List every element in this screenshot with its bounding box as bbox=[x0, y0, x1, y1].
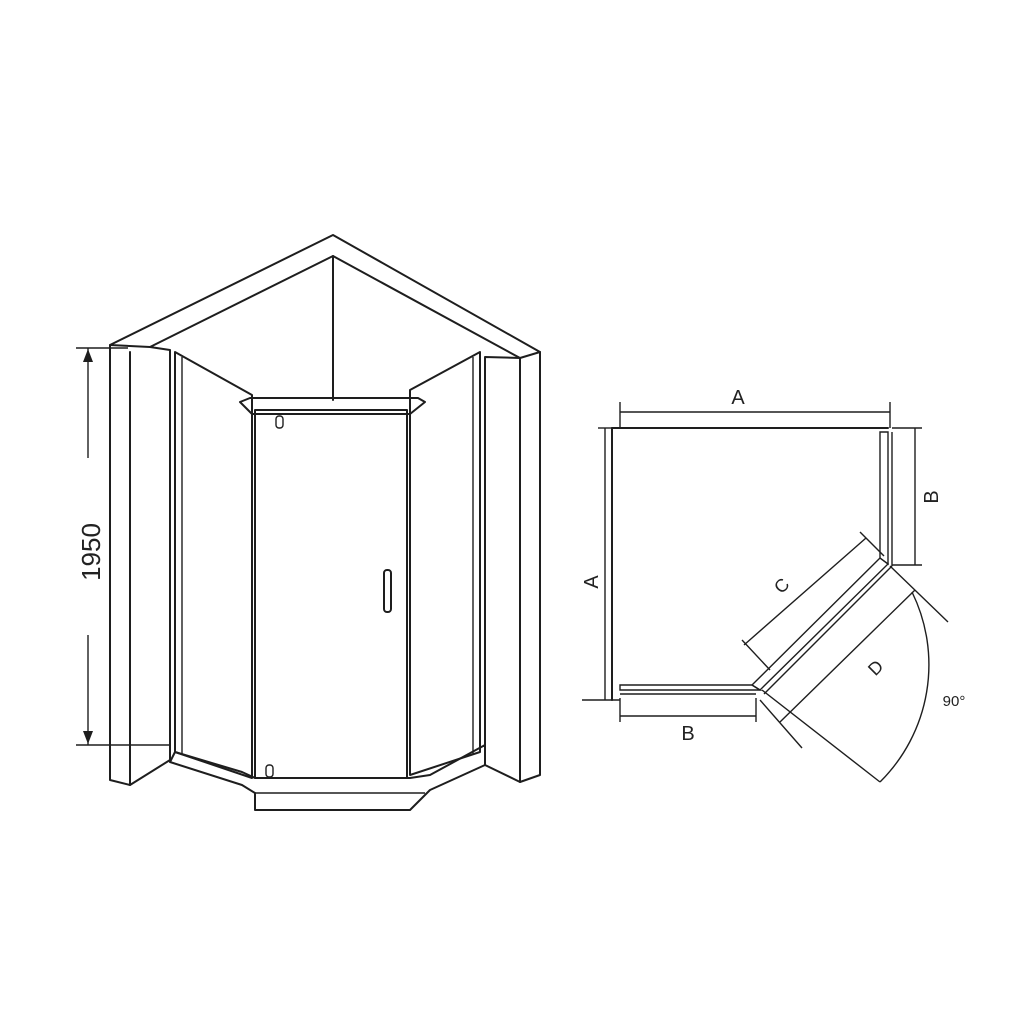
plan-glass bbox=[619, 431, 893, 695]
label-b-bottom: B bbox=[681, 723, 694, 745]
dim-b-bottom: B bbox=[619, 698, 757, 745]
door-swing-arc bbox=[879, 591, 930, 783]
label-a-top: A bbox=[731, 387, 745, 409]
label-b-right: B bbox=[921, 490, 943, 503]
height-dimension: 1950 bbox=[76, 347, 170, 746]
left-glass-panel bbox=[174, 351, 253, 779]
label-c: C bbox=[770, 574, 793, 597]
door-handle bbox=[383, 569, 392, 613]
dim-c: C bbox=[741, 531, 885, 671]
right-glass-panel bbox=[409, 351, 481, 776]
bottom-hinge bbox=[265, 764, 274, 778]
label-d: D bbox=[864, 656, 887, 679]
label-a-left: A bbox=[581, 575, 603, 589]
shower-tray bbox=[169, 744, 486, 811]
dim-a-top: A bbox=[619, 387, 891, 428]
dim-a-left: A bbox=[581, 427, 620, 701]
left-wall bbox=[109, 344, 171, 786]
enclosure-3d-view: 1950 bbox=[76, 234, 541, 811]
top-hinge bbox=[275, 415, 284, 429]
dim-b-right: B bbox=[892, 427, 943, 566]
top-header-bar bbox=[239, 397, 426, 415]
right-wall bbox=[484, 351, 541, 783]
wall-top-outline bbox=[109, 234, 541, 359]
dim-d: D 90° bbox=[759, 565, 966, 783]
height-dimension-label: 1950 bbox=[76, 523, 106, 581]
plan-view: A A B B C bbox=[581, 387, 966, 783]
label-angle: 90° bbox=[943, 693, 966, 710]
